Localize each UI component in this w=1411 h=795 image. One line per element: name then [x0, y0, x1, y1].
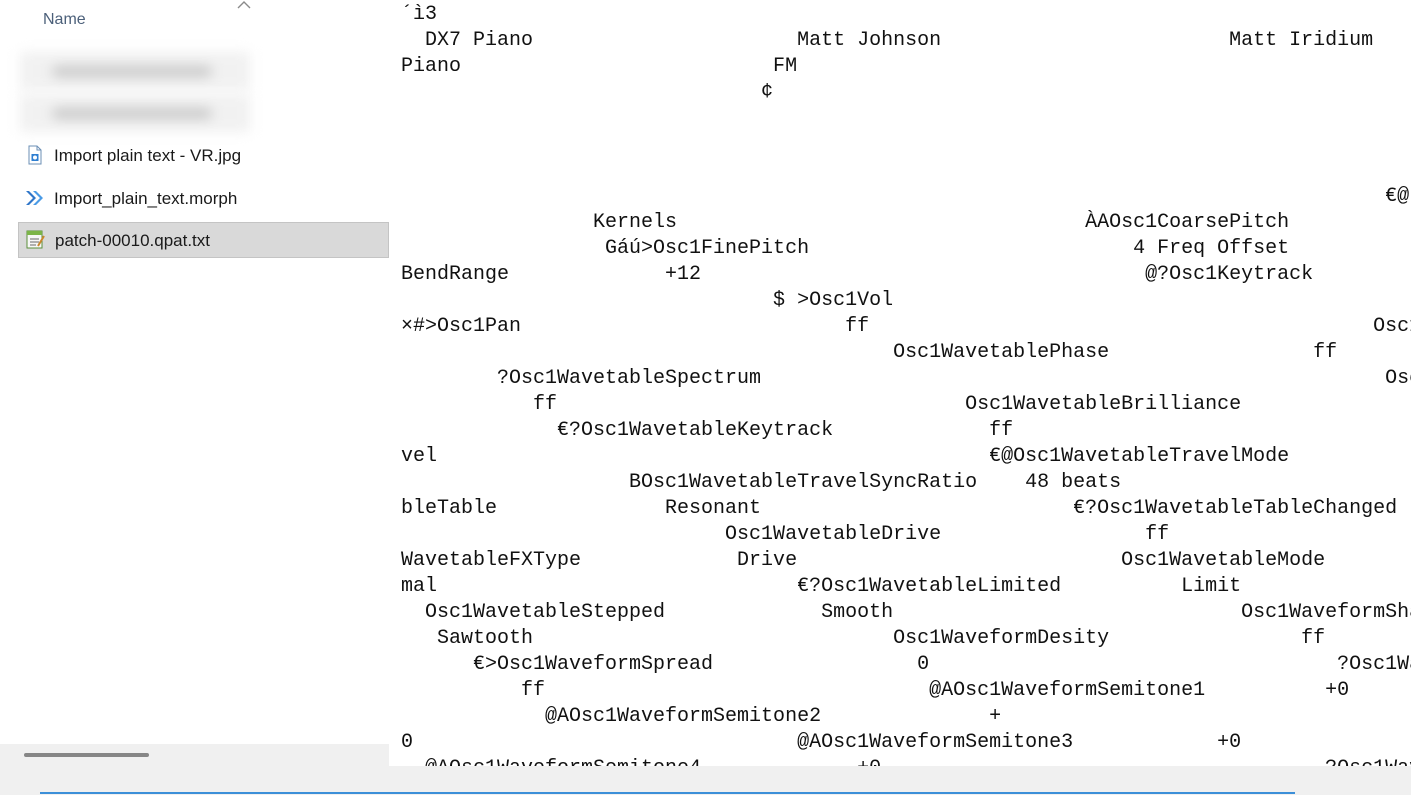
text-line	[401, 159, 449, 182]
text-line: €@	[401, 185, 1410, 208]
text-line: $ >Osc1Vol	[401, 289, 894, 312]
text-preview-pane[interactable]: ´ì3 DX7 Piano Matt Johnson Matt Iridium …	[389, 0, 1411, 768]
morph-file-icon	[26, 191, 43, 205]
text-line: ´ì3	[401, 3, 438, 26]
text-line: @AOsc1WaveformSemitone4 +0 ?Osc1Waveform	[401, 757, 1411, 768]
text-line: bleTable Resonant €?Osc1WavetableTableCh…	[401, 497, 1398, 520]
text-line: ff Osc1WavetableBrilliance	[401, 393, 1242, 416]
notepad-text-icon	[26, 230, 45, 249]
file-row-txt[interactable]: patch-00010.qpat.txt	[18, 222, 389, 258]
text-line: WavetableFXType Drive Osc1WavetableMode	[401, 549, 1326, 572]
text-line: ¢	[401, 81, 774, 104]
name-column-header[interactable]: Name	[43, 11, 86, 28]
text-line: Osc1WavetablePhase ff	[401, 341, 1338, 364]
text-line: Gáú>Osc1FinePitch 4 Freq Offset	[401, 237, 1290, 260]
text-line: 0 @AOsc1WaveformSemitone3 +0	[401, 731, 1242, 754]
blurred-file-row[interactable]	[20, 52, 250, 90]
text-line: Osc1WavetableStepped Smooth Osc1Waveform…	[401, 601, 1411, 624]
text-line: ff @AOsc1WaveformSemitone1 +0	[401, 679, 1350, 702]
sort-ascending-icon[interactable]	[236, 0, 252, 10]
file-row-jpg[interactable]: Import plain text - VR.jpg	[18, 138, 389, 174]
text-line: Piano FM	[401, 55, 798, 78]
text-line: Sawtooth Osc1WaveformDesity ff	[401, 627, 1326, 650]
text-line: vel €@Osc1WavetableTravelMode	[401, 445, 1290, 468]
text-line: €>Osc1WaveformSpread 0 ?Osc1Wave	[401, 653, 1411, 676]
file-explorer-pane: Name Import plain text - VR.jpg Import_p…	[0, 0, 389, 795]
file-name: Import plain text - VR.jpg	[54, 146, 242, 165]
text-line: ×#>Osc1Pan ff Osc1Wavetable	[401, 315, 1411, 338]
horizontal-scrollbar[interactable]	[0, 744, 389, 766]
text-line: mal €?Osc1WavetableLimited Limit	[401, 575, 1242, 598]
text-line: DX7 Piano Matt Johnson Matt Iridium	[401, 29, 1374, 52]
text-content: ´ì3 DX7 Piano Matt Johnson Matt Iridium …	[401, 2, 1411, 768]
file-row-morph[interactable]: Import_plain_text.morph	[18, 181, 389, 217]
text-line: BendRange +12 @?Osc1Keytrack	[401, 263, 1314, 286]
text-line: Osc1WavetableDrive ff	[401, 523, 1170, 546]
focus-indicator-line	[40, 792, 1295, 794]
jpg-image-icon	[28, 145, 42, 165]
file-name: Import_plain_text.morph	[54, 189, 238, 208]
bottom-status-bar	[0, 766, 1411, 795]
text-line: ?Osc1WavetableSpectrum Osc1Wave	[401, 367, 1411, 390]
text-line: BOsc1WavetableTravelSyncRatio 48 beats	[401, 471, 1122, 494]
blurred-file-row[interactable]	[20, 94, 250, 132]
file-name: patch-00010.qpat.txt	[55, 231, 211, 250]
text-line: @AOsc1WaveformSemitone2 +	[401, 705, 1002, 728]
text-line: €?Osc1WavetableKeytrack ff ?O	[401, 419, 1411, 442]
scrollbar-thumb[interactable]	[24, 753, 149, 757]
text-line: Kernels ÀAOsc1CoarsePitch	[401, 211, 1290, 234]
